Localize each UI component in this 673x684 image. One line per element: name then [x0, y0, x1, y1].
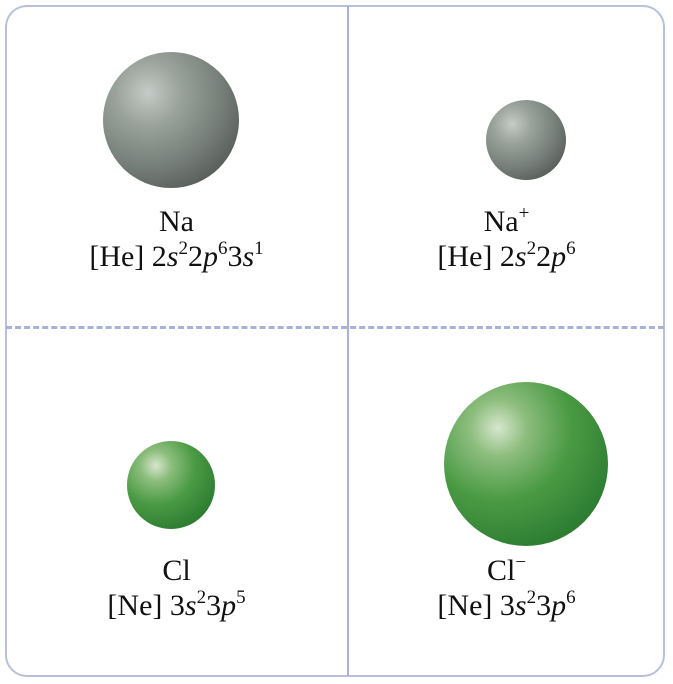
cl-ion-configuration: [Ne] 3s23p6	[349, 588, 664, 624]
shell-number: 2	[536, 240, 552, 273]
subshell-letter: p	[202, 240, 218, 273]
subshell-letter: s	[166, 240, 179, 273]
cl-ion-symbol: Cl−	[349, 553, 664, 589]
shell-number: 3	[536, 589, 552, 622]
panel-na-ion: Na+ [He] 2s22p6	[349, 6, 664, 326]
electron-count: 2	[526, 587, 537, 608]
config-core: [He] 2	[437, 240, 515, 273]
electron-count: 6	[217, 238, 228, 259]
panel-cl-atom: Cl [Ne] 3s23p5	[6, 330, 347, 676]
na-ion-configuration: [He] 2s22p6	[349, 239, 664, 275]
sodium-atom-sphere	[103, 52, 239, 188]
subshell-letter: p	[551, 589, 567, 622]
electron-count: 6	[566, 587, 576, 608]
na-ion-symbol: Na+	[349, 204, 664, 240]
shell-number: 3	[206, 589, 222, 622]
subshell-letter: s	[184, 589, 197, 622]
chloride-ion-sphere	[444, 382, 608, 546]
panel-cl-ion: Cl− [Ne] 3s23p6	[349, 330, 664, 676]
electron-count: 6	[566, 238, 576, 259]
na-atom-configuration: [He] 2s22p63s1	[6, 239, 347, 275]
subshell-letter: s	[514, 589, 527, 622]
config-core: [Ne] 3	[107, 589, 185, 622]
shell-number: 2	[187, 240, 203, 273]
na-atom-symbol: Na	[6, 204, 347, 240]
electron-count: 2	[196, 587, 207, 608]
cl-ion-symbol-text: Cl	[486, 554, 516, 587]
na-atom-symbol-text: Na	[159, 205, 194, 238]
horizontal-dashed-divider	[6, 326, 664, 329]
config-core: [Ne] 3	[437, 589, 515, 622]
ion-charge: +	[518, 203, 530, 224]
cl-atom-configuration: [Ne] 3s23p5	[6, 588, 347, 624]
electron-count: 2	[526, 238, 537, 259]
shell-number: 3	[227, 240, 243, 273]
electron-count: 2	[178, 238, 188, 259]
cl-atom-symbol-text: Cl	[162, 554, 191, 587]
config-core: [He] 2	[89, 240, 167, 273]
na-ion-symbol-text: Na	[483, 205, 519, 238]
electron-count: 5	[236, 587, 246, 608]
cl-atom-symbol: Cl	[6, 553, 347, 589]
electron-count: 1	[254, 238, 264, 259]
subshell-letter: s	[514, 240, 527, 273]
panel-na-atom: Na [He] 2s22p63s1	[6, 6, 347, 326]
subshell-letter: p	[551, 240, 567, 273]
vertical-divider	[347, 6, 349, 676]
subshell-letter: s	[242, 240, 255, 273]
sodium-ion-sphere	[486, 100, 566, 180]
ion-charge: −	[515, 552, 527, 573]
subshell-letter: p	[221, 589, 237, 622]
chlorine-atom-sphere	[127, 441, 215, 529]
